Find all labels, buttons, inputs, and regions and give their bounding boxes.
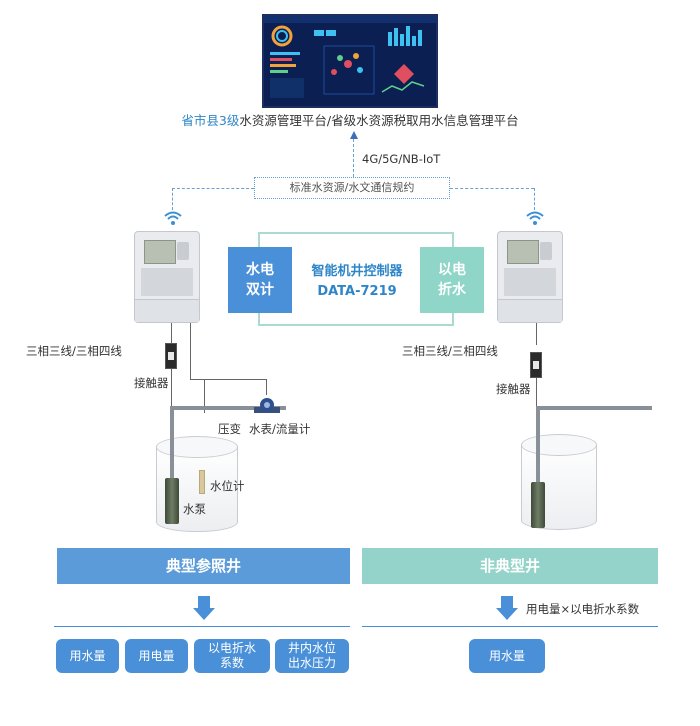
protocol-box: 标准水资源/水文通信规约 — [254, 177, 450, 199]
right-pipe-horizontal — [536, 406, 652, 410]
output-power-usage: 用电量 — [125, 639, 188, 673]
left-signal-wire-v — [266, 379, 267, 395]
left-arrow-shaft — [198, 596, 210, 608]
right-energy-meter — [497, 231, 563, 323]
left-link-line — [172, 188, 254, 189]
right-well-rim — [521, 434, 597, 456]
dashboard-screen-image — [262, 14, 438, 108]
output-water-usage-right: 用水量 — [469, 639, 545, 673]
right-arrow-down-icon — [496, 608, 518, 620]
left-pump — [165, 478, 179, 524]
platform-title-rest: 水资源管理平台/省级水资源税取用水信息管理平台 — [239, 113, 519, 128]
platform-title: 省市县3级水资源管理平台/省级水资源税取用水信息管理平台 — [150, 110, 550, 129]
right-drop-line — [534, 188, 535, 210]
left-pipe-vertical — [170, 410, 174, 486]
platform-title-highlight: 省市县3级 — [181, 113, 240, 128]
right-pipe-vertical — [536, 410, 540, 490]
right-wiring-label: 三相三线/三相四线 — [402, 344, 498, 358]
right-wire-2 — [536, 378, 537, 408]
left-drop-line — [172, 188, 173, 210]
typical-well-bar: 典型参照井 — [57, 548, 350, 584]
uplink-arrow-head — [350, 131, 358, 139]
left-signal-wire — [190, 323, 191, 379]
left-wire-2 — [171, 369, 172, 409]
right-contactor-label: 接触器 — [496, 382, 531, 396]
pump-label: 水泵 — [183, 502, 206, 516]
left-energy-meter — [134, 231, 200, 323]
water-level-gauge-label: 水位计 — [210, 479, 245, 493]
output-conversion-coefficient: 以电折水系数 — [194, 639, 270, 673]
right-wire — [536, 323, 537, 345]
right-pump — [531, 482, 545, 528]
water-level-gauge — [199, 470, 205, 494]
water-meter-label: 水表/流量计 — [249, 422, 311, 436]
output-water-level-pressure: 井内水位出水压力 — [275, 639, 349, 673]
left-contactor-label: 接触器 — [134, 376, 169, 390]
output-water-usage: 用水量 — [56, 639, 119, 673]
water-meter-icon — [254, 396, 280, 422]
right-contactor — [530, 352, 542, 378]
right-link-line — [450, 188, 534, 189]
network-label: 4G/5G/NB-IoT — [362, 152, 441, 166]
uplink-line — [353, 139, 354, 177]
left-wire — [171, 323, 172, 345]
wifi-icon — [525, 210, 545, 230]
left-well-rim — [156, 436, 238, 458]
transformer-label: 压变 — [218, 422, 241, 436]
left-signal-wire-h — [190, 379, 266, 380]
left-arrow-down-icon — [193, 608, 215, 620]
power-to-water-box: 以电折水 — [420, 247, 484, 313]
formula-label: 用电量×以电折水系数 — [526, 602, 640, 616]
wifi-icon — [163, 210, 183, 230]
transformer-wire — [204, 379, 205, 413]
left-pipe-horizontal — [170, 406, 286, 410]
left-contactor — [165, 343, 177, 369]
right-divider — [362, 626, 658, 627]
left-wiring-label: 三相三线/三相四线 — [26, 344, 122, 358]
dual-metering-box: 水电双计 — [228, 247, 292, 313]
dashboard-graphic — [264, 16, 436, 106]
non-typical-well-bar: 非典型井 — [362, 548, 658, 584]
right-arrow-shaft — [501, 596, 513, 608]
left-divider — [54, 626, 350, 627]
